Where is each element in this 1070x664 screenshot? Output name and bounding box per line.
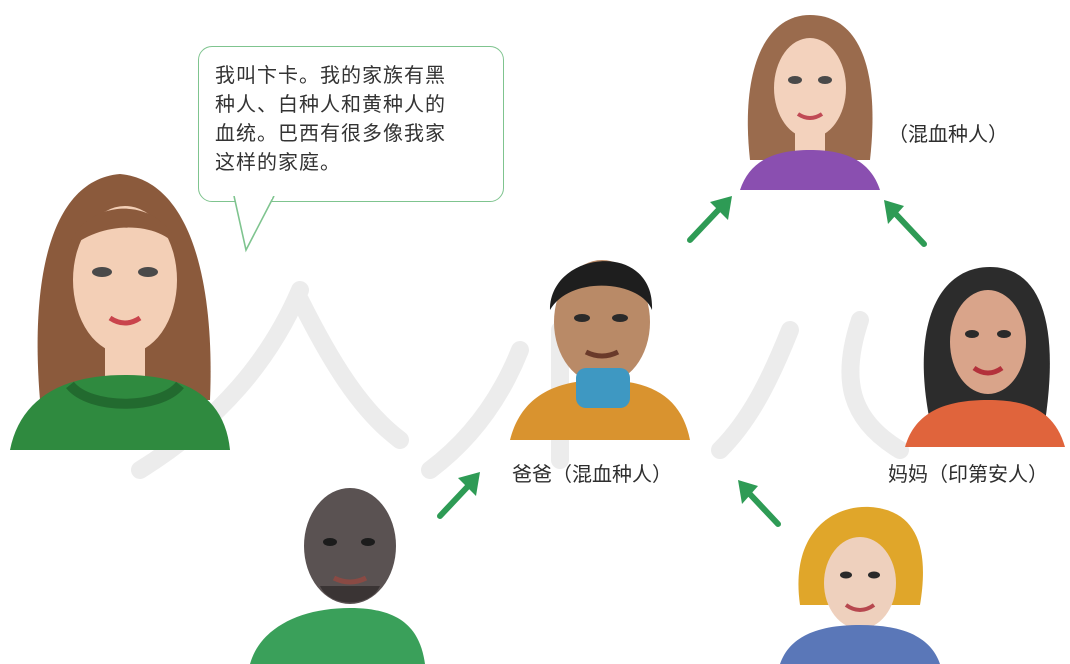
arrow-up-right-icon <box>687 196 732 243</box>
arrow-up-left-icon <box>738 480 781 527</box>
arrow-up-left-icon <box>884 200 927 247</box>
arrow-up-right-icon <box>437 472 480 519</box>
mother-portrait <box>905 267 1065 447</box>
grandmother-portrait <box>740 15 880 190</box>
grandmother-label: （混血种人） <box>888 122 1008 146</box>
speech-bubble-text: 我叫卞卡。我的家族有黑 种人、白种人和黄种人的 血统。巴西有很多像我家 这样的家… <box>215 61 497 177</box>
mother-label: 妈妈（印第安人） <box>888 462 1048 486</box>
speech-bubble-tail <box>233 196 275 253</box>
speech-line: 我叫卞卡。我的家族有黑 <box>215 63 446 87</box>
speech-line: 种人、白种人和黄种人的 <box>215 92 446 116</box>
grandmother2-portrait <box>780 506 940 664</box>
father-label: 爸爸（混血种人） <box>512 462 672 486</box>
speech-line: 血统。巴西有很多像我家 <box>215 121 446 145</box>
speech-bubble: 我叫卞卡。我的家族有黑 种人、白种人和黄种人的 血统。巴西有很多像我家 这样的家… <box>198 46 504 202</box>
speech-line: 这样的家庭。 <box>215 150 341 174</box>
bianca-portrait <box>10 174 230 450</box>
father-portrait <box>510 260 690 440</box>
grandfather-portrait <box>250 488 425 664</box>
